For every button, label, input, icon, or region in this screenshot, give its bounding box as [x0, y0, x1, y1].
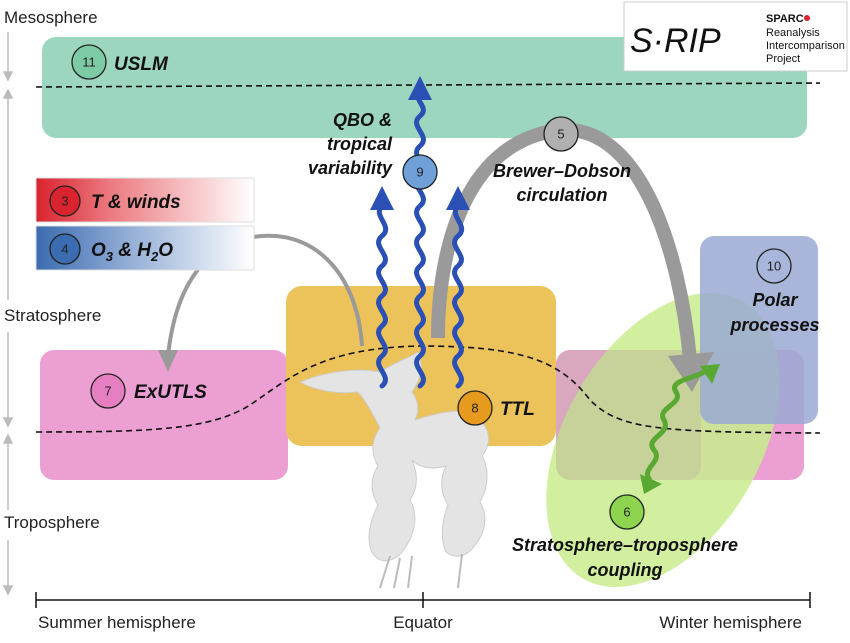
logo-line4: Project [766, 53, 800, 65]
layer-arrows [2, 32, 14, 596]
badge-8 [457, 390, 493, 426]
badge-7 [90, 373, 126, 409]
coupling-arrow-head-bottom [640, 474, 662, 494]
cloud-silhouette [298, 351, 489, 589]
coupling-wave [645, 369, 706, 482]
logo-line1: SPARC [766, 13, 804, 25]
srip-logo: S·RIP SPARC Reanalysis Intercomparison P… [623, 1, 848, 72]
axis-summer: Summer hemisphere [38, 613, 196, 632]
wave-arrow-center [414, 93, 426, 389]
badge-10 [756, 248, 792, 284]
wave-arrow-heads [370, 76, 470, 210]
label-polar-line2: processes [729, 315, 819, 335]
wave-arrow-right [452, 203, 465, 389]
wave-arrows [376, 93, 465, 389]
label-t-winds: T & winds [91, 192, 181, 213]
logo-line3: Intercomparison [766, 40, 845, 52]
badge-9 [402, 154, 438, 190]
left-arrow-head [158, 350, 178, 372]
hemisphere-axis [35, 592, 811, 608]
logo-mark: S·RIP [630, 22, 721, 60]
polar-box [700, 236, 818, 424]
label-qbo-line1: QBO & [333, 110, 392, 130]
layer-stratosphere: Stratosphere [4, 306, 101, 325]
badge-3-num: 3 [61, 194, 68, 209]
badge-4 [49, 233, 81, 265]
label-polar-line1: Polar [752, 290, 798, 310]
label-uslm: USLM [114, 54, 169, 75]
badge-9-num: 9 [416, 165, 423, 180]
label-qbo-line2: tropical [327, 134, 393, 154]
label-coupling-line1: Stratosphere–troposphere [512, 535, 738, 555]
bd-arrow-head [668, 352, 714, 392]
axis-equator: Equator [393, 613, 453, 632]
label-coupling-line2: coupling [588, 560, 663, 580]
badge-6-num: 6 [623, 505, 630, 520]
badge-numbers: 11 9 5 3 4 10 7 8 6 [61, 55, 781, 520]
label-ttl: TTL [500, 399, 535, 420]
label-qbo-line3: variability [308, 158, 393, 178]
badge-3 [49, 185, 81, 217]
logo-line2: Reanalysis [766, 27, 820, 39]
badge-4-num: 4 [61, 242, 68, 257]
badge-10-num: 10 [767, 259, 781, 274]
topic-badges [49, 44, 792, 530]
stratopause-line [35, 82, 821, 88]
coupling-arrow-head-top [700, 364, 720, 384]
exutls-box-left [40, 350, 288, 480]
axis-winter: Winter hemisphere [659, 613, 802, 632]
badge-8-num: 8 [471, 401, 478, 416]
layer-mesosphere: Mesosphere [4, 8, 98, 27]
wave-arrow-left [376, 203, 389, 389]
badge-11-num: 11 [82, 55, 96, 70]
badge-11 [71, 44, 107, 80]
label-exutls: ExUTLS [134, 382, 207, 403]
label-bd-line2: circulation [516, 185, 607, 205]
left-return-arrow [166, 233, 364, 357]
badge-6 [609, 494, 645, 530]
label-o3-h2o: O3 & H2O [91, 240, 173, 264]
logo-dot-icon [804, 15, 810, 21]
badge-5-num: 5 [557, 127, 564, 142]
overlap-shade [556, 350, 701, 480]
badge-5 [543, 116, 579, 152]
label-bd-line1: Brewer–Dobson [493, 161, 631, 181]
badge-7-num: 7 [104, 384, 111, 399]
label-qbo: QBO & tropical variability [308, 110, 393, 178]
layer-troposphere: Troposphere [4, 513, 100, 532]
